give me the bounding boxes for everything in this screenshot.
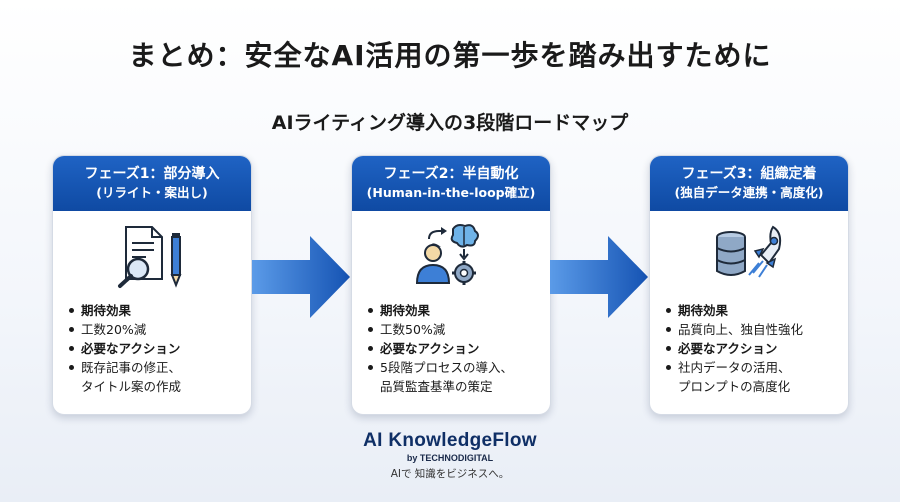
phase-1-title: フェーズ1：部分導入 [84, 166, 220, 182]
brand-company: by TECHNODIGITAL [406, 453, 494, 463]
phase-3-title: フェーズ3：組織定着 [681, 166, 817, 182]
phase-3-body: 期待効果 品質向上、独自性強化 必要なアクション 社内データの活用、 プロンプト… [650, 301, 848, 396]
phase-2-action-line-2: 品質監査基準の策定 [380, 379, 493, 394]
phase-2-action-line-1: 5段階プロセスの導入、 [380, 360, 513, 375]
phase-3-action-detail: 社内データの活用、 プロンプトの高度化 [664, 358, 840, 396]
phase-3-effect-label: 期待効果 [664, 301, 840, 320]
roadmap-subtitle: AIライティング導入の3段階ロードマップ [271, 112, 629, 134]
phase-2-header: フェーズ2：半自動化 (Human-in-the-loop確立) [352, 156, 550, 211]
database-rocket-icon [650, 211, 848, 301]
phase-3-action-line-1: 社内データの活用、 [678, 360, 791, 375]
phase-2-body: 期待効果 工数50%減 必要なアクション 5段階プロセスの導入、 品質監査基準の… [352, 301, 550, 396]
document-search-pencil-icon [53, 211, 251, 301]
phase-1-body: 期待効果 工数20%減 必要なアクション 既存記事の修正、 タイトル案の作成 [53, 301, 251, 396]
phase-2-scope: (Human-in-the-loop確立) [366, 185, 536, 200]
phase-3-effect-value: 品質向上、独自性強化 [664, 320, 840, 339]
brand-name: AI KnowledgeFlow [363, 430, 537, 451]
phase-1-action-line-2: タイトル案の作成 [81, 379, 182, 394]
phase-3-action-line-2: プロンプトの高度化 [678, 379, 791, 394]
phase-3-card: フェーズ3：組織定着 (独自データ連携・高度化) 期待効果 品質向上、独自性強化… [649, 155, 849, 415]
phase-arrow-1-icon [252, 236, 350, 318]
person-brain-gear-icon [352, 211, 550, 301]
phase-3-action-label: 必要なアクション [664, 339, 840, 358]
brand-tagline: AIで 知識をビジネスへ。 [390, 468, 510, 480]
phase-1-scope: (リライト・案出し) [96, 185, 208, 200]
phase-3-scope: (独自データ連携・高度化) [674, 185, 824, 200]
phase-arrow-2-icon [550, 236, 648, 318]
phase-2-card: フェーズ2：半自動化 (Human-in-the-loop確立) 期待効 [351, 155, 551, 415]
phase-1-action-detail: 既存記事の修正、 タイトル案の作成 [67, 358, 243, 396]
phase-2-effect-value: 工数50%減 [366, 320, 542, 339]
phase-1-action-line-1: 既存記事の修正、 [81, 360, 182, 375]
phase-2-title: フェーズ2：半自動化 [383, 166, 519, 182]
phase-2-action-detail: 5段階プロセスの導入、 品質監査基準の策定 [366, 358, 542, 396]
phase-1-card: フェーズ1：部分導入 (リライト・案出し) 期待効果 工数20%減 必要なアクシ… [52, 155, 252, 415]
page-title: まとめ：安全なAI活用の第一歩を踏み出すために [128, 39, 772, 72]
phase-3-header: フェーズ3：組織定着 (独自データ連携・高度化) [650, 156, 848, 211]
phase-1-effect-value: 工数20%減 [67, 320, 243, 339]
phase-1-action-label: 必要なアクション [67, 339, 243, 358]
phase-1-effect-label: 期待効果 [67, 301, 243, 320]
phase-2-action-label: 必要なアクション [366, 339, 542, 358]
phase-1-header: フェーズ1：部分導入 (リライト・案出し) [53, 156, 251, 211]
brand-logo: AI KnowledgeFlow by TECHNODIGITAL AIで 知識… [0, 430, 900, 481]
phase-2-effect-label: 期待効果 [366, 301, 542, 320]
